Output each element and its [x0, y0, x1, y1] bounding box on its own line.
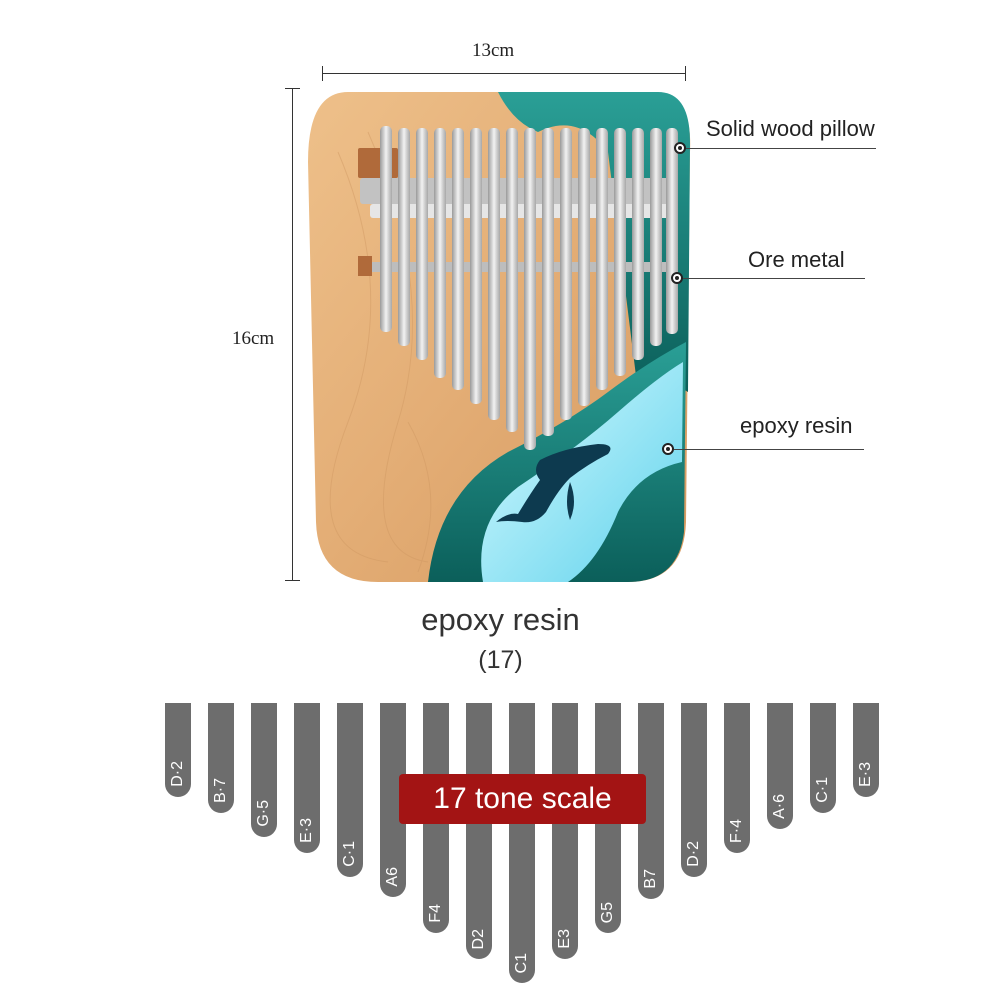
tone-key: D·2 [165, 703, 191, 797]
height-dimension-line [292, 88, 293, 581]
tone-key-label: A·6 [771, 794, 788, 819]
tines [380, 126, 678, 450]
tone-key-label: C·1 [814, 777, 831, 803]
tone-key-label: B·7 [212, 778, 229, 803]
tone-key: E3 [552, 703, 578, 959]
height-dimension-cap-top [285, 88, 300, 89]
height-label: 16cm [232, 328, 275, 349]
tone-key-label: E·3 [298, 818, 315, 843]
tone-key: D·2 [681, 703, 707, 877]
tone-key-label: D2 [470, 928, 487, 949]
metal-callout-label: Ore metal [748, 247, 845, 272]
tone-key: C·1 [337, 703, 363, 877]
tone-key: E·3 [294, 703, 320, 853]
tone-key-label: E3 [556, 929, 573, 949]
resin-callout-line [674, 449, 864, 450]
caption-count: (17) [478, 646, 523, 674]
tone-key-label: D·2 [169, 761, 186, 787]
tone-key-label: E·3 [857, 762, 874, 787]
tone-key: D2 [466, 703, 492, 959]
width-dimension-cap-right [685, 66, 686, 81]
pillow-callout-dot [674, 142, 686, 154]
pillow-callout-line [686, 148, 876, 149]
tone-key: G·5 [251, 703, 277, 837]
tone-key: F·4 [724, 703, 750, 853]
tone-key-label: F4 [427, 904, 444, 923]
tone-key-label: C·1 [341, 841, 358, 867]
height-dimension-cap-bottom [285, 580, 300, 581]
tone-key-label: A6 [384, 867, 401, 887]
width-label: 13cm [472, 40, 515, 61]
tone-key: E·3 [853, 703, 879, 797]
resin-callout-dot [662, 443, 674, 455]
tone-key-label: B7 [642, 869, 659, 889]
tone-key-label: C1 [513, 952, 530, 973]
tone-key-label: G5 [599, 901, 616, 923]
width-dimension-cap-left [322, 66, 323, 81]
tone-key: A·6 [767, 703, 793, 829]
pillow-callout-label: Solid wood pillow [706, 116, 875, 141]
tone-key-label: D·2 [685, 841, 702, 867]
kalimba-image [308, 92, 691, 582]
tone-key-label: G·5 [255, 800, 272, 827]
width-dimension-line [322, 73, 686, 74]
tone-key: B·7 [208, 703, 234, 813]
metal-callout-dot [671, 272, 683, 284]
resin-ice [481, 362, 683, 582]
metal-callout-line [683, 278, 865, 279]
whale-shape [496, 444, 611, 523]
tone-key: C1 [509, 703, 535, 983]
resin-callout-label: epoxy resin [740, 413, 853, 438]
tone-key-label: F·4 [728, 819, 745, 843]
tone-scale-badge: 17 tone scale [399, 774, 646, 824]
caption-title: epoxy resin [421, 602, 580, 637]
tone-key: C·1 [810, 703, 836, 813]
